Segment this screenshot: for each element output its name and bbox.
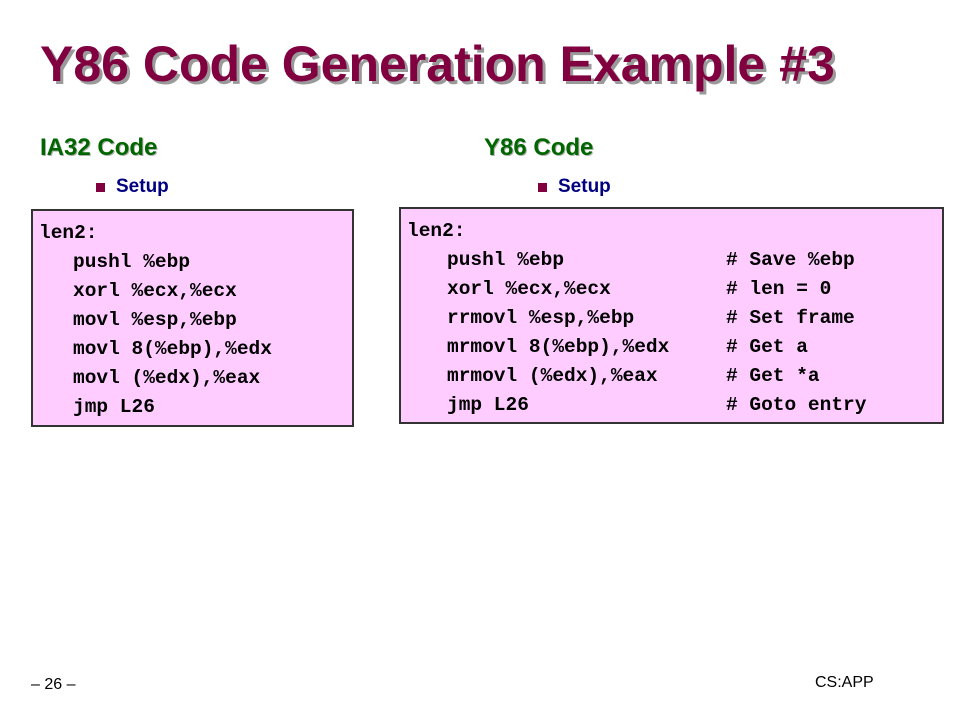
y86-code-box: len2: pushl %ebp # Save %ebp xorl %ecx,%e… (399, 207, 944, 424)
y86-comment: # len = 0 (726, 278, 832, 300)
footer-brand: CS:APP (815, 674, 874, 691)
square-bullet-icon (538, 182, 547, 192)
ia32-code-line: movl 8(%ebp),%edx (73, 338, 272, 360)
y86-comment: # Set frame (726, 307, 855, 329)
ia32-heading: IA32 Code (40, 134, 158, 161)
y86-heading: Y86 Code (484, 134, 594, 161)
y86-code-line: pushl %ebp # Save %ebp (407, 246, 942, 275)
slide-title: Y86 Code Generation Example #3 (40, 36, 835, 92)
y86-instruction: mrmovl 8(%ebp),%edx (447, 336, 670, 358)
ia32-code-line: jmp L26 (73, 396, 155, 418)
ia32-code-line: movl (%edx),%eax (73, 367, 261, 389)
y86-comment: # Get *a (726, 365, 820, 387)
y86-code-label: len2: (407, 220, 466, 242)
ia32-bullet-text: Setup (116, 176, 169, 197)
y86-code-line: mrmovl 8(%ebp),%edx # Get a (407, 333, 942, 362)
y86-code-line: xorl %ecx,%ecx # len = 0 (407, 275, 942, 304)
page-number: – 26 – (31, 676, 76, 693)
y86-instruction: pushl %ebp (447, 249, 565, 271)
y86-instruction: jmp L26 (447, 394, 529, 416)
ia32-code-line: movl %esp,%ebp (73, 309, 237, 331)
y86-code-line: rrmovl %esp,%ebp # Set frame (407, 304, 942, 333)
y86-code-line: mrmovl (%edx),%eax # Get *a (407, 362, 942, 391)
ia32-code-line: pushl %ebp (73, 251, 191, 273)
y86-bullet-item: Setup (538, 176, 611, 198)
ia32-code-line: xorl %ecx,%ecx (73, 280, 237, 302)
y86-comment: # Goto entry (726, 394, 867, 416)
ia32-bullet-item: Setup (96, 176, 169, 198)
y86-comment: # Save %ebp (726, 249, 855, 271)
y86-instruction: mrmovl (%edx),%eax (447, 365, 658, 387)
ia32-code-box: len2: pushl %ebp xorl %ecx,%ecx movl %es… (31, 209, 354, 427)
y86-code-line: jmp L26 # Goto entry (407, 391, 942, 420)
y86-comment: # Get a (726, 336, 808, 358)
square-bullet-icon (96, 182, 105, 192)
y86-instruction: rrmovl %esp,%ebp (447, 307, 635, 329)
y86-bullet-text: Setup (558, 176, 611, 197)
y86-instruction: xorl %ecx,%ecx (447, 278, 611, 300)
ia32-code-label: len2: (39, 222, 98, 244)
